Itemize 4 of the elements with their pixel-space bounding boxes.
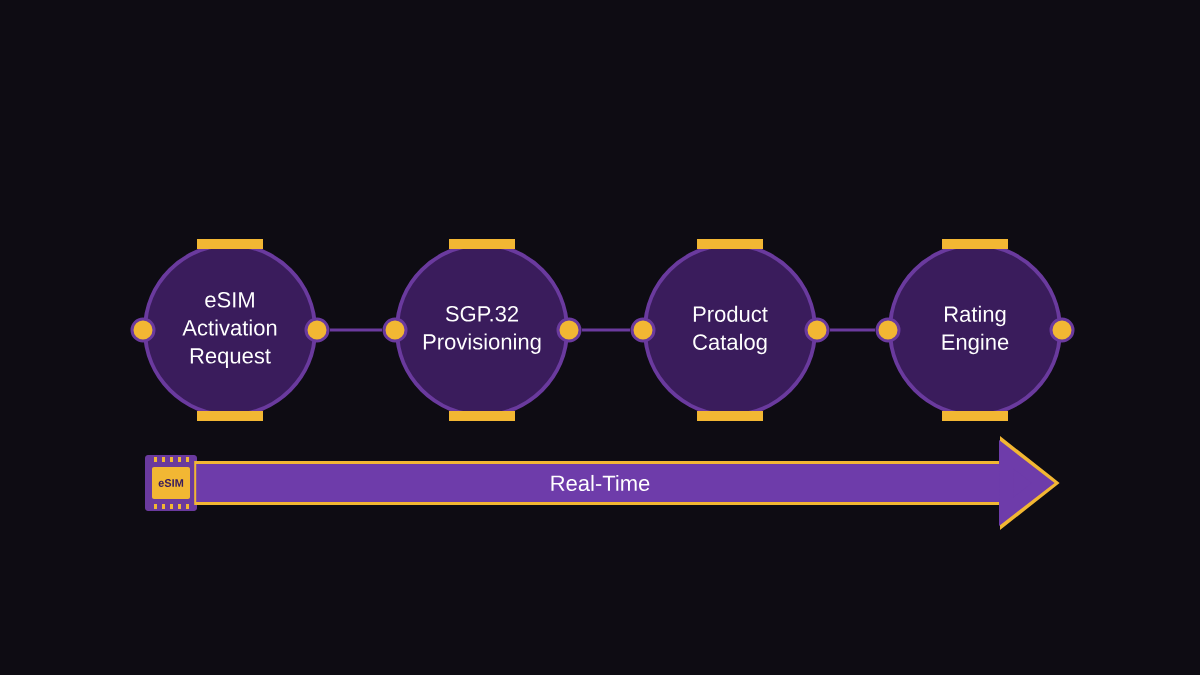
connector-line xyxy=(582,328,630,332)
edge-label: Real-Time xyxy=(551,474,650,492)
connector-line xyxy=(330,328,382,332)
connector-line xyxy=(830,328,875,332)
